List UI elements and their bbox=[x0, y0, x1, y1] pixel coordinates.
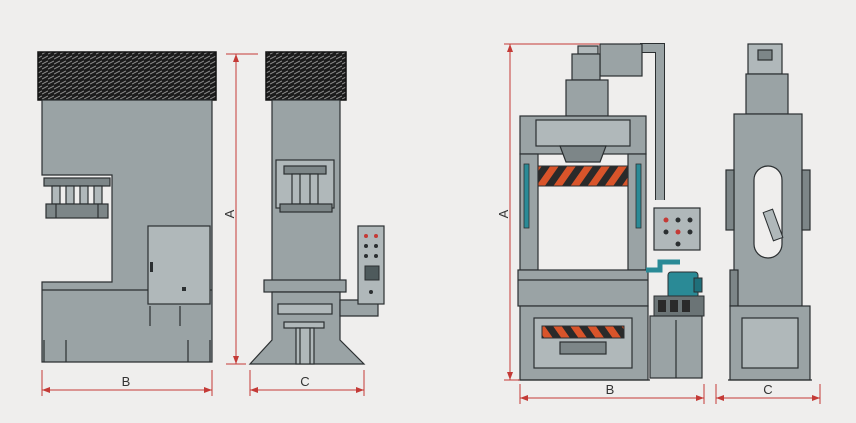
main-cylinder bbox=[565, 79, 609, 117]
dimension-label-a: A bbox=[222, 209, 237, 218]
dimension-label-c: C bbox=[763, 382, 772, 397]
dimension-label-a: A bbox=[496, 209, 511, 218]
dimension-label-b: B bbox=[122, 374, 131, 389]
cylinder-flange bbox=[43, 177, 111, 187]
top-vent-panel bbox=[265, 51, 347, 101]
lower-die-hazard-stripes bbox=[541, 325, 625, 339]
dimension-a-right: A bbox=[496, 43, 600, 381]
dimension-label-c: C bbox=[300, 374, 309, 389]
dimension-label-b: B bbox=[606, 382, 615, 397]
dimension-c-left: C bbox=[249, 370, 365, 396]
dimension-c-right: C bbox=[715, 382, 821, 404]
dimension-b-right: B bbox=[519, 382, 705, 404]
c-frame-press-side-view bbox=[248, 51, 385, 365]
h-frame-press-side-view bbox=[725, 43, 812, 381]
oil-tank bbox=[599, 43, 643, 77]
c-frame-press-front-view bbox=[37, 51, 217, 363]
ram bbox=[559, 145, 607, 163]
press-table bbox=[517, 269, 649, 307]
dimension-a-left: A bbox=[222, 53, 258, 365]
dimension-b-left: B bbox=[41, 370, 213, 396]
upper-die-hazard-stripes bbox=[537, 165, 629, 187]
upper-die-plate bbox=[45, 203, 109, 219]
bed-plate bbox=[277, 303, 333, 315]
main-cylinder bbox=[745, 73, 789, 115]
h-frame-press-front-view bbox=[517, 43, 705, 381]
electrical-cabinet-door bbox=[147, 225, 211, 305]
top-vent-panel bbox=[37, 51, 217, 101]
